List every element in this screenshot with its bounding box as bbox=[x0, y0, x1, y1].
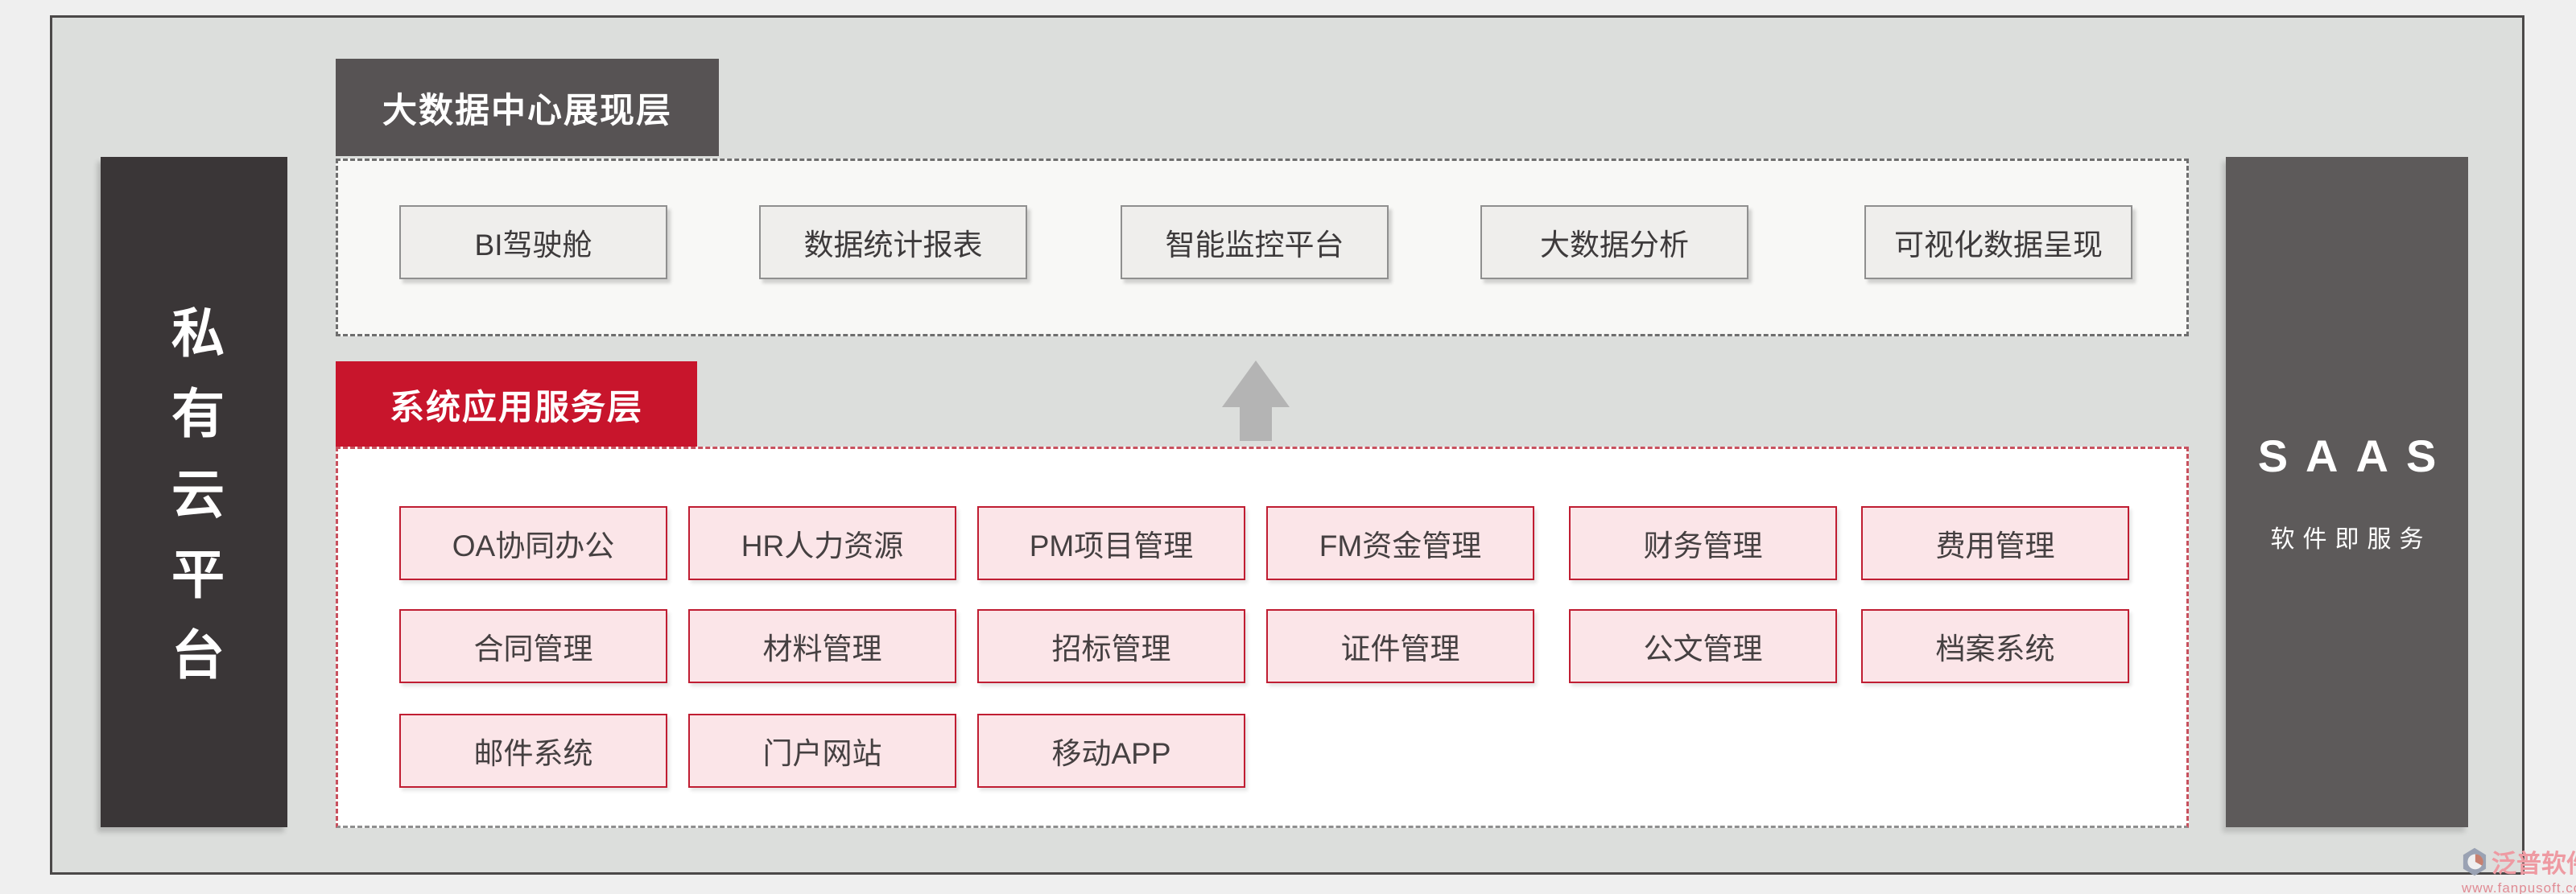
presentation-layer-title: 大数据中心展现层 bbox=[382, 91, 672, 130]
module-fm-funds: FM资金管理 bbox=[1266, 506, 1534, 580]
module-certificates: 证件管理 bbox=[1266, 609, 1534, 683]
module-oa-office: OA协同办公 bbox=[399, 506, 667, 580]
saas-title: SAAS bbox=[2257, 431, 2454, 481]
saas-subtitle: 软件即服务 bbox=[2270, 526, 2432, 553]
up-arrow-icon bbox=[1222, 360, 1290, 441]
private-cloud-panel: 私有云平台 bbox=[101, 157, 287, 827]
module-contract: 合同管理 bbox=[399, 609, 667, 683]
module-email: 邮件系统 bbox=[399, 714, 667, 788]
module-statistics-report: 数据统计报表 bbox=[759, 205, 1027, 279]
module-documents: 公文管理 bbox=[1569, 609, 1837, 683]
module-archives: 档案系统 bbox=[1861, 609, 2129, 683]
module-materials: 材料管理 bbox=[688, 609, 956, 683]
watermark-url: www.fanpusoft.com bbox=[2462, 880, 2576, 894]
brand-logo-icon bbox=[2462, 847, 2487, 875]
module-bi-cockpit: BI驾驶舱 bbox=[399, 205, 667, 279]
presentation-layer-header: 大数据中心展现层 bbox=[336, 59, 719, 156]
watermark-brand: 泛普软件 bbox=[2491, 850, 2576, 878]
module-bidding: 招标管理 bbox=[977, 609, 1245, 683]
module-hr: HR人力资源 bbox=[688, 506, 956, 580]
service-layer-title: 系统应用服务层 bbox=[390, 388, 643, 427]
module-portal: 门户网站 bbox=[688, 714, 956, 788]
module-finance: 财务管理 bbox=[1569, 506, 1837, 580]
saas-panel: SAAS 软件即服务 bbox=[2226, 157, 2468, 827]
watermark: 泛普软件 www.fanpusoft.com bbox=[2462, 843, 2576, 894]
module-data-visualization: 可视化数据呈现 bbox=[1864, 205, 2132, 279]
module-pm: PM项目管理 bbox=[977, 506, 1245, 580]
private-cloud-title: 私有云平台 bbox=[164, 304, 224, 707]
service-layer-header: 系统应用服务层 bbox=[336, 361, 697, 447]
module-mobile-app: 移动APP bbox=[977, 714, 1245, 788]
module-smart-monitoring: 智能监控平台 bbox=[1121, 205, 1389, 279]
module-expense: 费用管理 bbox=[1861, 506, 2129, 580]
module-bigdata-analysis: 大数据分析 bbox=[1480, 205, 1748, 279]
